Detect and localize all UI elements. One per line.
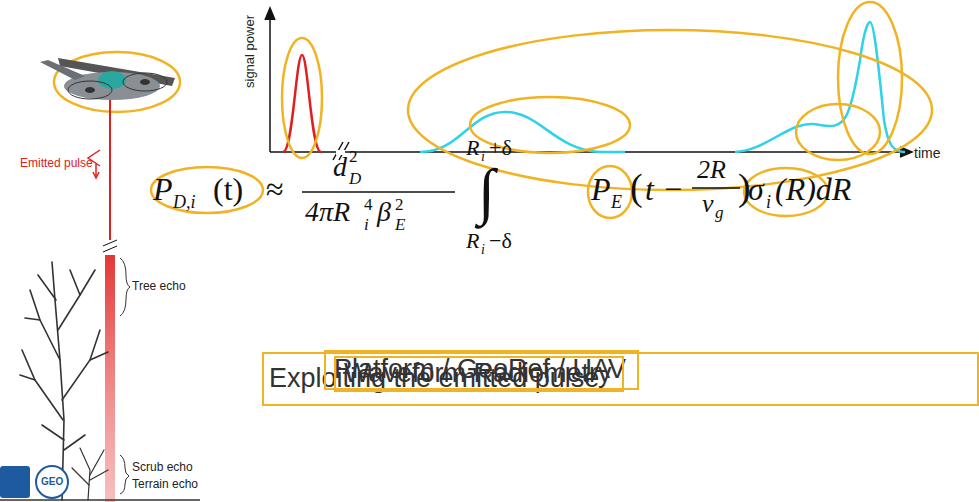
equation-symbol: t −: [645, 173, 683, 205]
caption-box: Exploiting the emitted pulsePlatform / G…: [262, 352, 979, 406]
equation-symbol: β: [377, 198, 391, 226]
equation-symbol: P: [153, 173, 173, 205]
text-label: Tree echo: [132, 280, 186, 292]
box-text: Waveform Radiometry: [344, 360, 614, 387]
equation-symbol: 4πR: [305, 198, 350, 226]
text-label: Scrub echo: [132, 461, 193, 473]
overlay-box: Waveform Radiometry: [334, 356, 624, 392]
chart-axes: [265, 8, 912, 160]
equation-symbol: i: [481, 243, 485, 257]
equation-symbol: (R)dR: [775, 173, 851, 205]
equation-symbol: 2R: [697, 157, 726, 183]
equation-symbol: i: [766, 193, 771, 211]
equation-symbol: E: [611, 193, 622, 211]
equation-symbol: i: [364, 216, 369, 233]
equation-symbol: σ: [748, 173, 764, 205]
laser-beam: [109, 100, 111, 240]
tree: [20, 262, 108, 500]
airplane: [40, 58, 175, 100]
text-label: GEO: [41, 477, 63, 487]
equation-symbol: 4: [364, 196, 373, 213]
equation-symbol: ∫: [478, 160, 495, 222]
equation-symbol: R: [466, 230, 479, 252]
text-label: Terrain echo: [132, 478, 198, 490]
equation-symbol: 2: [349, 148, 358, 165]
equation-symbol: (: [630, 168, 643, 206]
equation-symbol: −δ: [489, 230, 512, 252]
text-label: time: [914, 146, 940, 160]
text-label: signal power: [243, 15, 256, 88]
tree-echo-curve: [420, 112, 625, 152]
equation-symbol: R: [466, 137, 479, 159]
equation-symbol: D: [349, 170, 361, 187]
logo-left: [0, 466, 30, 498]
equation-symbol: v: [702, 191, 714, 217]
equation-symbol: g: [715, 204, 724, 221]
geo-logo: [36, 466, 68, 498]
equation-symbol: ≈: [266, 173, 284, 205]
emitted-pulse-curve: [283, 55, 321, 152]
equation-symbol: +δ: [489, 137, 512, 159]
equation-symbol: d: [333, 153, 347, 181]
equation-symbol: 2: [395, 196, 404, 213]
equation-symbol: E: [395, 216, 405, 233]
text-label: Emitted pulse: [20, 157, 93, 169]
equation-symbol: P: [591, 173, 611, 205]
scrub: [72, 448, 108, 500]
equation-symbol: D,i: [173, 193, 196, 211]
equation-symbol: (t): [213, 173, 243, 205]
